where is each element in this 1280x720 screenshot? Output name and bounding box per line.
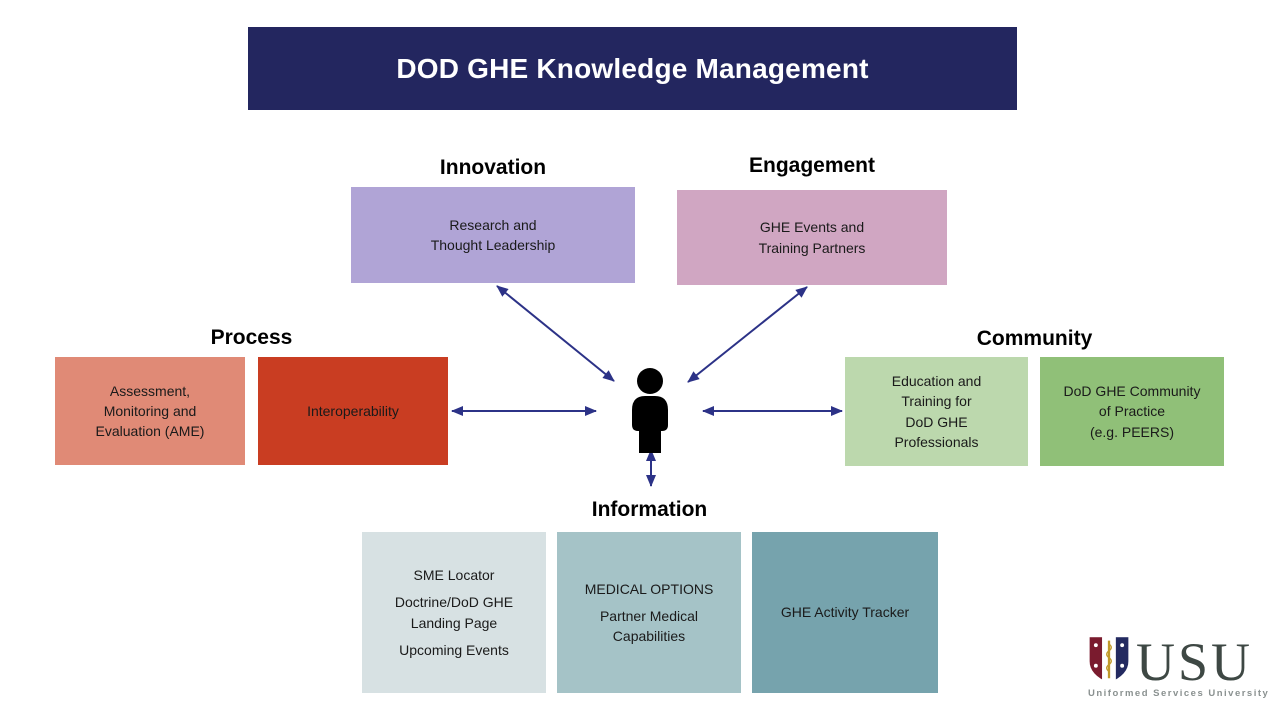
information-box-tracker: GHE Activity Tracker: [752, 532, 938, 693]
engagement-box-text: GHE Events and Training Partners: [758, 219, 866, 256]
category-label-innovation: Innovation: [439, 156, 547, 179]
community-box-education: Education and Training for DoD GHE Profe…: [845, 357, 1028, 466]
community-box-practice-text: DoD GHE Community of Practice (e.g. PEER…: [1063, 383, 1201, 440]
category-label-process: Process: [210, 326, 293, 349]
title-banner: DOD GHE Knowledge Management: [248, 27, 1017, 110]
category-label-engagement: Engagement: [748, 154, 876, 177]
usu-name: Uniformed Services University: [1088, 688, 1270, 699]
category-label-community: Community: [976, 327, 1093, 350]
information-box-locator: SME Locator Doctrine/DoD GHE Landing Pag…: [362, 532, 546, 693]
process-box-ame: Assessment, Monitoring and Evaluation (A…: [55, 357, 245, 465]
arrow-innovation: [496, 285, 615, 382]
process-box-interoperability-text: Interoperability: [307, 402, 399, 419]
category-label-information: Information: [591, 498, 708, 521]
sme-locator-text: SME Locator: [413, 566, 495, 583]
page-title: DOD GHE Knowledge Management: [396, 52, 869, 84]
person-icon: [628, 366, 672, 454]
usu-acronym: USU: [1136, 631, 1254, 692]
innovation-box: Research and Thought Leadership: [351, 187, 635, 283]
upcoming-events-text: Upcoming Events: [399, 641, 509, 658]
community-box-practice: DoD GHE Community of Practice (e.g. PEER…: [1040, 357, 1224, 466]
usu-shield-icon: [1089, 637, 1129, 683]
doctrine-text: Doctrine/DoD GHE Landing Page: [394, 594, 514, 631]
activity-tracker-text: GHE Activity Tracker: [780, 604, 910, 621]
community-box-education-text: Education and Training for DoD GHE Profe…: [891, 372, 982, 450]
information-box-medical: MEDICAL OPTIONS Partner Medical Capabili…: [557, 532, 741, 693]
innovation-box-text: Research and Thought Leadership: [430, 216, 556, 253]
process-box-ame-text: Assessment, Monitoring and Evaluation (A…: [95, 382, 205, 440]
process-box-interoperability: Interoperability: [258, 357, 448, 465]
usu-logo: USU Uniformed Services University: [1088, 631, 1270, 699]
engagement-box: GHE Events and Training Partners: [677, 190, 947, 285]
partner-capabilities-text: Partner Medical Capabilities: [599, 607, 699, 645]
medical-options-text: MEDICAL OPTIONS: [584, 580, 714, 597]
arrow-engagement: [687, 286, 808, 383]
